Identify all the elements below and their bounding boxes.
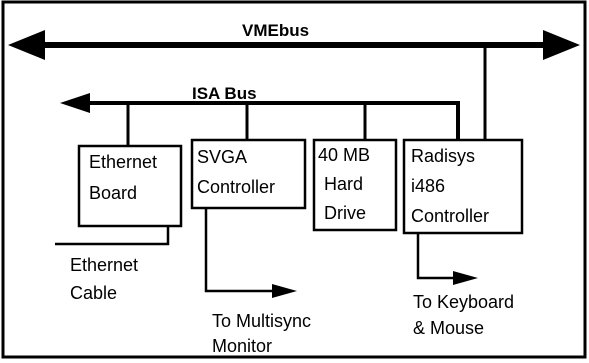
vmebus-arrowhead-left [8, 30, 45, 60]
svga-controller-label-line1: SVGA [197, 147, 248, 167]
keyboard-arrow-line [416, 233, 455, 280]
multisync-monitor-label-line2: Monitor [212, 336, 273, 356]
hard-drive-label-line3: Drive [324, 203, 367, 223]
vmebus-label: VMEbus [242, 21, 310, 40]
hard-drive-label-line2: Hard [324, 174, 364, 194]
radisys-controller-box [402, 138, 524, 235]
multisync-monitor-label-line1: To Multisync [212, 311, 312, 331]
radisys-label-line3: Controller [411, 206, 490, 226]
monitor-arrowhead [272, 284, 297, 298]
ethernet-board-label-line1: Ethernet [89, 152, 158, 172]
isa-bus-arrowhead [60, 93, 90, 113]
ethernet-board-box [77, 144, 183, 228]
hard-drive-box [312, 138, 398, 232]
keyboard-mouse-label-line2: & Mouse [413, 318, 485, 338]
keyboard-arrowhead [453, 271, 478, 285]
ethernet-cable-line [55, 226, 170, 246]
isa-bus-label: ISA Bus [192, 84, 257, 103]
keyboard-mouse-label-line1: To Keyboard [413, 292, 515, 312]
ethernet-cable-label-line1: Ethernet [70, 255, 139, 275]
ethernet-board-label-line2: Board [89, 183, 138, 203]
ethernet-cable-label-line2: Cable [70, 283, 118, 303]
hard-drive-label-line1: 40 MB [318, 145, 371, 165]
radisys-label-line2: i486 [411, 176, 446, 196]
svga-controller-label-line2: Controller [197, 177, 276, 197]
radisys-label-line1: Radisys [411, 146, 476, 166]
monitor-arrow-line [204, 208, 275, 293]
vmebus-arrowhead-right [543, 30, 580, 60]
svga-controller-box [190, 138, 307, 210]
